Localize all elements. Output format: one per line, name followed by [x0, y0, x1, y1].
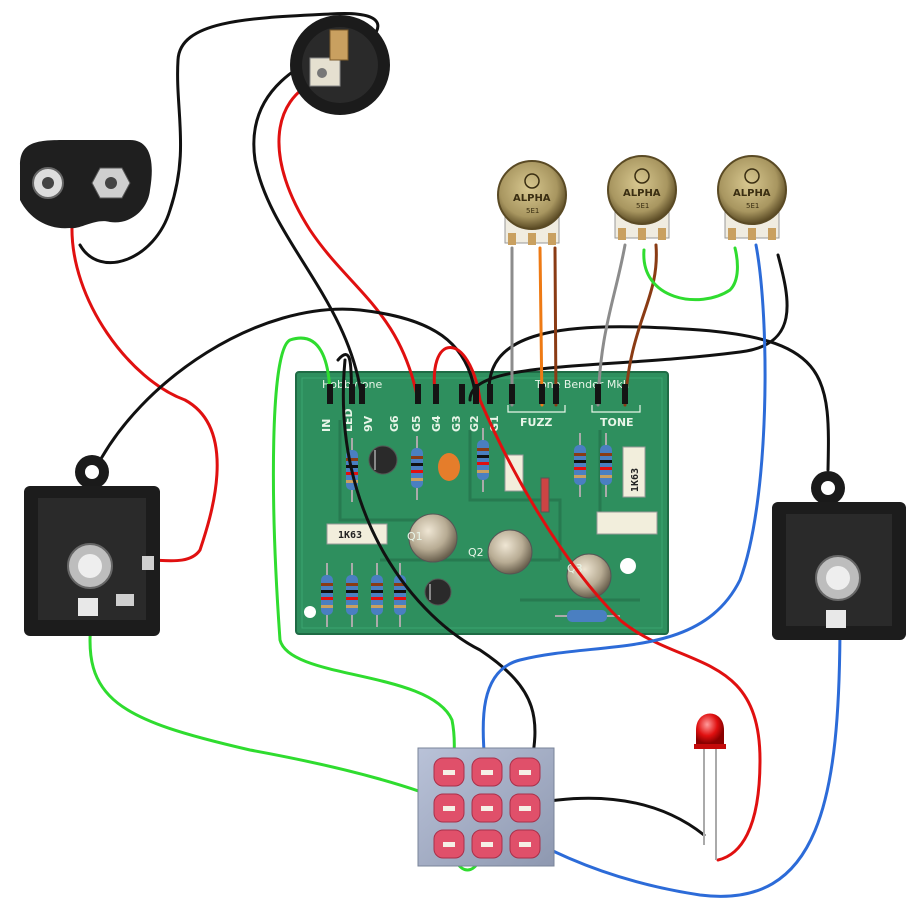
wire-black [342, 358, 537, 774]
resistor [600, 433, 612, 497]
pad-label-g3: G3 [450, 415, 463, 432]
film-cap [622, 446, 646, 498]
pad-label-in: IN [320, 419, 333, 432]
transistor-q2: Q2 [468, 529, 533, 575]
mount-hole [304, 606, 316, 618]
electrolytic-cap [368, 445, 398, 475]
pots: ALPHA 5E1 ALPHA 5E1 ALPHA 5E1 [497, 155, 787, 245]
pad-label-g6: G6 [388, 415, 401, 432]
transistor-q1: Q1 [407, 513, 458, 563]
pad-label-g5: G5 [410, 415, 423, 432]
wire-black [78, 11, 380, 264]
header-pin [433, 384, 439, 404]
resistor [555, 610, 620, 622]
board-title: Tone Bender MkII [534, 378, 629, 391]
ceramic-cap [438, 453, 460, 481]
film-cap-label: 1K63 [338, 530, 362, 541]
wire-grey [596, 243, 627, 407]
output-jack [772, 471, 906, 640]
header-pin [487, 384, 493, 404]
pad-label-g2: G2 [468, 415, 481, 432]
resistor [321, 563, 333, 627]
resistor [394, 563, 406, 627]
pad-label-9v: 9V [362, 415, 375, 432]
wire-red [277, 78, 420, 402]
pot-brand: ALPHA [733, 188, 771, 199]
wire-blue [481, 243, 767, 774]
wire-green [88, 613, 452, 805]
transistor-q3: Q3 [566, 553, 612, 599]
switch-lug [509, 757, 541, 787]
tone-label: TONE [600, 416, 634, 429]
header-pin [459, 384, 465, 404]
header-pin [509, 384, 515, 404]
pot-value: 5E1 [636, 202, 649, 210]
switch-lug [471, 829, 503, 859]
wire-orange [538, 246, 544, 407]
resistor [371, 563, 383, 627]
mount-hole [620, 558, 636, 574]
potentiometer-2: ALPHA 5E1 [607, 155, 677, 240]
pot-brand: ALPHA [623, 188, 661, 199]
header-pin [359, 384, 365, 404]
battery-snap [20, 140, 152, 229]
switch-lug [433, 793, 465, 823]
pad-label-g4: G4 [430, 415, 443, 432]
electrolytic-cap [424, 578, 452, 606]
wire-brown [553, 246, 558, 407]
header-pins [327, 384, 628, 404]
svg-text:Q2: Q2 [468, 546, 484, 559]
switch-lug [433, 829, 465, 859]
header-pin [473, 384, 479, 404]
film-cap [596, 511, 658, 535]
header-pin [327, 384, 333, 404]
header-pin [349, 384, 355, 404]
svg-text:Q1: Q1 [407, 530, 423, 543]
wire-black [487, 325, 830, 472]
wire-black [468, 253, 789, 402]
resistor [574, 433, 586, 497]
header-pin [415, 384, 421, 404]
dc-power-jack [290, 15, 390, 115]
switch-lug [433, 757, 465, 787]
potentiometer-1: ALPHA 5E1 [497, 160, 567, 245]
resistor [411, 436, 423, 500]
wire-red [432, 346, 762, 862]
switch-lug [471, 757, 503, 787]
resistor [477, 428, 489, 492]
wire-green [642, 246, 739, 302]
pot-brand: ALPHA [513, 193, 551, 204]
resistor [346, 563, 358, 627]
header-pin [622, 384, 628, 404]
potentiometer-3: ALPHA 5E1 [717, 155, 787, 240]
pot-value: 5E1 [526, 207, 539, 215]
pcb-board: Hobbytone Tone Bender MkII INLED9VG6G5G4… [295, 371, 669, 635]
red-led [694, 713, 726, 860]
switch-lug [509, 829, 541, 859]
wire-red [70, 223, 219, 563]
header-pin [539, 384, 545, 404]
input-jack [24, 455, 160, 636]
3pdt-footswitch [417, 747, 555, 867]
switch-lug [509, 793, 541, 823]
pot-value: 5E1 [746, 202, 759, 210]
switch-lug [471, 793, 503, 823]
wire-brown [623, 243, 658, 407]
header-pin [553, 384, 559, 404]
film-cap-label: 1K63 [630, 468, 641, 492]
diode [540, 477, 550, 513]
wire-green [271, 336, 456, 777]
header-pin [595, 384, 601, 404]
fuzz-label: FUZZ [520, 416, 552, 429]
